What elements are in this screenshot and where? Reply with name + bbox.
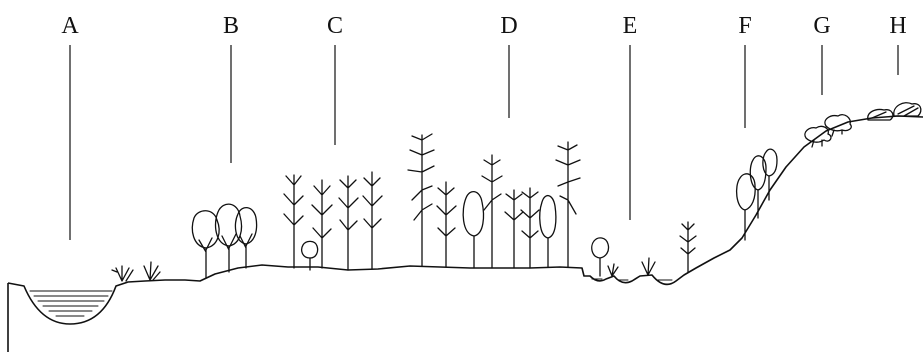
terrain-profile [7,115,923,352]
zone-a-pond [29,290,113,317]
conifer-tree-icon [436,181,457,268]
zone-d-trees [407,133,581,269]
conifer-tree-icon [311,179,333,269]
zone-label-e: E [623,13,638,39]
ground-line [7,115,923,325]
shrub-icon [143,261,161,281]
shrub-icon [893,102,922,117]
deciduous-tree-icon [735,173,756,241]
zone-label-a: A [61,13,79,39]
shrub-icon [867,108,894,121]
leader-lines [69,45,899,240]
conifer-tree-icon [520,187,540,269]
conifer-tree-icon [407,133,435,267]
conifer-tree-icon [679,221,697,273]
zone-label-b: B [223,13,239,39]
zone-h-shrubs [867,102,922,121]
shrub-icon [641,257,656,276]
zone-label-g: G [813,13,830,39]
conifer-tree-icon [504,189,524,269]
shrub-icon [607,263,619,277]
deciduous-tree-icon [749,155,767,219]
zone-label-c: C [327,13,343,39]
shrub-icon [824,114,852,137]
conifer-tree-icon [362,171,383,270]
zone-b-trees [191,203,258,279]
deciduous-tree-icon [539,195,557,268]
deciduous-tree-icon [762,148,778,201]
conifer-tree-icon [338,175,359,271]
shrub-icon [804,125,832,148]
zone-label-h: H [889,13,906,39]
deciduous-tree-icon [234,207,258,269]
conifer-tree-icon [555,141,581,268]
zone-label-f: F [738,13,751,39]
zone-c-trees [283,171,383,271]
zone-label-d: D [500,13,517,39]
zone-a-shrubs [111,261,161,282]
shrub-icon [111,265,134,282]
deciduous-tree-icon [301,240,319,271]
zone-f-trees [735,148,778,241]
conifer-tree-icon [481,154,503,269]
deciduous-tree-icon [591,237,610,277]
zone-g-trees [804,114,852,148]
deciduous-tree-icon [462,191,485,269]
zone-e-hollows [591,221,697,281]
conifer-tree-icon [283,174,304,269]
